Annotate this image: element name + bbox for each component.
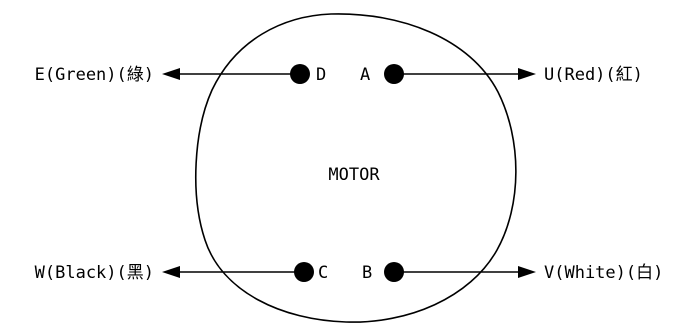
arrow-left-icon	[162, 68, 180, 80]
terminal-c-label: C	[318, 263, 328, 283]
terminal-a-dot	[384, 64, 404, 84]
wire-label-u: U(Red)(紅)	[544, 65, 643, 85]
wire-label-v: V(White)(白)	[544, 263, 663, 283]
motor-label: MOTOR	[328, 165, 380, 185]
wire-label-e: E(Green)(綠)	[35, 65, 154, 85]
terminal-b-dot	[384, 262, 404, 282]
wire-label-w: W(Black)(黑)	[35, 263, 154, 283]
terminal-c-dot	[294, 262, 314, 282]
terminal-a-label: A	[360, 65, 370, 85]
arrow-right-icon	[518, 266, 536, 278]
arrow-right-icon	[518, 68, 536, 80]
terminal-b-label: B	[362, 263, 372, 283]
arrow-left-icon	[162, 266, 180, 278]
terminal-d-dot	[290, 64, 310, 84]
motor-body-circle	[195, 13, 517, 323]
terminal-d-label: D	[316, 65, 326, 85]
